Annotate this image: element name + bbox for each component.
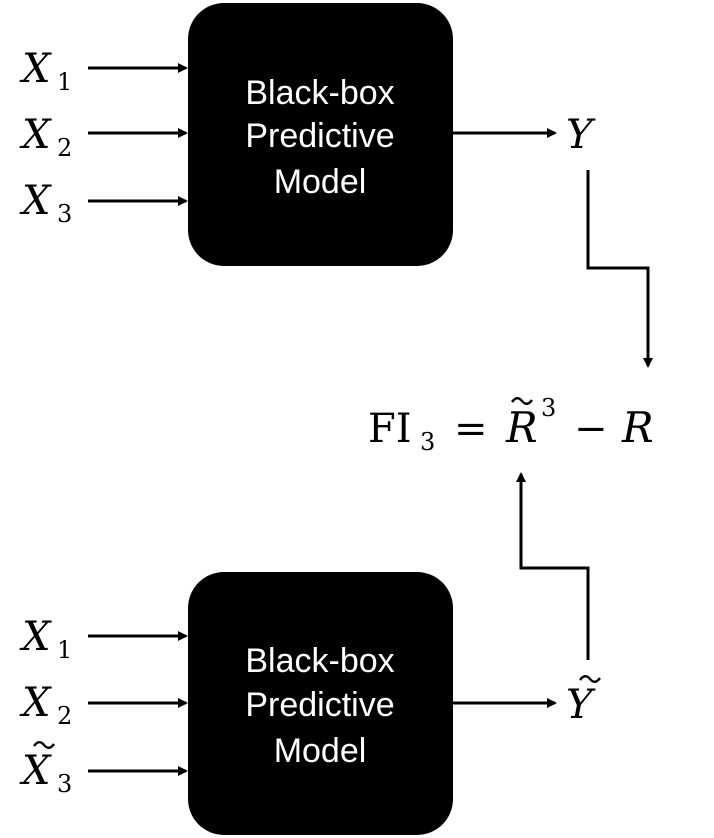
bottom-input-3-tilde-icon — [33, 741, 55, 749]
bottom-model-line-1: Black-box — [245, 642, 394, 680]
bottom-input-3-sub: 3 — [57, 770, 72, 798]
bottom-input-3-base: X — [19, 748, 52, 794]
formula-r-sup: 3 — [541, 394, 556, 422]
top-model-box — [188, 3, 453, 266]
bottom-input-1: X 1 — [19, 614, 72, 664]
formula-minus: − — [574, 406, 608, 452]
top-input-1: X 1 — [19, 46, 72, 96]
top-model: Black-box Predictive Model — [188, 3, 453, 266]
top-input-1-base: X — [19, 46, 52, 92]
top-input-3-base: X — [19, 178, 52, 224]
top-input-1-sub: 1 — [57, 68, 72, 96]
formula-r-tilde-icon — [511, 397, 533, 405]
top-input-3-sub: 3 — [57, 200, 72, 228]
bottom-model-line-2: Predictive — [245, 686, 394, 724]
top-input-3: X 3 — [19, 178, 72, 228]
top-input-2-base: X — [19, 112, 52, 158]
bottom-output-tilde-icon — [579, 675, 601, 683]
formula-r: R — [621, 403, 654, 452]
bottom-input-1-base: X — [19, 614, 52, 660]
formula-r-tilde: R — [505, 403, 538, 452]
top-model-line-2: Predictive — [245, 117, 394, 155]
bottom-output-y: Y — [566, 682, 596, 728]
bottom-input-2-base: X — [19, 680, 52, 726]
bottom-input-2-sub: 2 — [57, 702, 72, 730]
bottom-input-2: X 2 — [19, 680, 72, 730]
feature-importance-formula: FI 3 = R 3 − R — [368, 394, 654, 456]
top-input-2: X 2 — [19, 112, 72, 162]
formula-lhs: FI — [368, 406, 412, 452]
bottom-model-line-3: Model — [274, 732, 367, 770]
bottom-model: Black-box Predictive Model — [188, 572, 453, 835]
top-to-formula-connector — [586, 170, 653, 368]
top-input-2-sub: 2 — [57, 134, 72, 162]
top-output-y: Y — [566, 112, 596, 158]
formula-equals: = — [454, 406, 488, 452]
top-model-line-3: Model — [274, 163, 367, 201]
bottom-to-formula-connector — [516, 472, 590, 660]
bottom-model-box — [188, 572, 453, 835]
top-model-line-1: Black-box — [245, 74, 394, 112]
bottom-input-3: X 3 — [19, 741, 72, 798]
formula-lhs-sub: 3 — [420, 428, 435, 456]
bottom-input-1-sub: 1 — [57, 636, 72, 664]
